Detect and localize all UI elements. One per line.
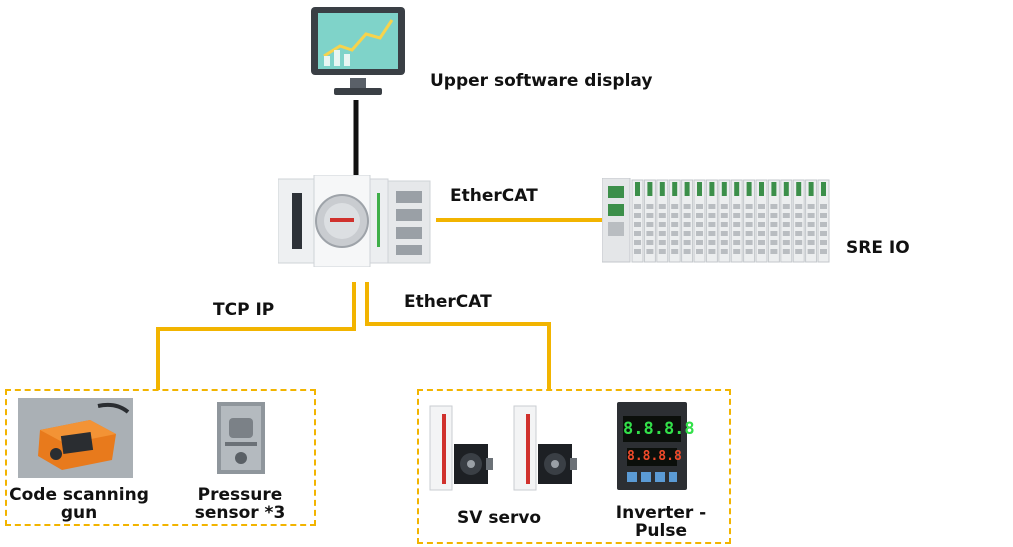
inverter-pulse-label: Inverter - Pulse [615,503,707,541]
tcp-ip-label: TCP IP [213,300,275,320]
upper-software-label: Upper software display [430,71,653,91]
pressure-sensor-device [217,402,265,474]
io-slice-module [718,179,731,263]
code-scanning-gun-label: Code scanning gun [9,485,149,523]
io-slice-module [643,179,656,263]
io-slice-module [668,179,681,263]
ethercat-top-label: EtherCAT [450,186,538,206]
tcp-ip-device-group [5,389,316,526]
io-slice-module [681,179,694,263]
ethercat-device-group [417,389,731,544]
inverter-display-bottom: 8.8.8.8 [627,448,682,466]
ethercat-field-link [365,282,551,390]
io-slice-module [743,179,756,263]
code-scanner-device [18,398,133,478]
io-slice-module [730,179,743,263]
io-slice-module [780,179,793,263]
sv-servo-label: SV servo [457,508,542,528]
servo-unit-2 [512,404,578,492]
io-slice-module [805,179,818,263]
inverter-display-top: 8.8.8.8 [623,416,695,442]
io-slice-module [755,179,768,263]
controller-device [277,174,434,268]
io-slice-module [631,179,644,263]
io-slice-module [817,179,830,263]
tcp-ip-link [156,282,356,390]
servo-unit-1 [428,404,494,492]
ethercat-bottom-label: EtherCAT [404,292,492,312]
io-slice-module [693,179,706,263]
pressure-sensor-label: Pressure sensor *3 [194,485,286,523]
inverter-device: 8.8.8.8 8.8.8.8 [617,402,695,490]
io-slice-module [656,179,669,263]
monitor-icon [308,4,408,100]
sre-io-label: SRE IO [846,238,910,258]
io-slice-module [705,179,718,263]
io-slice-module [767,179,780,263]
sre-io-rack [601,177,832,264]
inverter-keypad [627,472,677,482]
io-slice-module [792,179,805,263]
